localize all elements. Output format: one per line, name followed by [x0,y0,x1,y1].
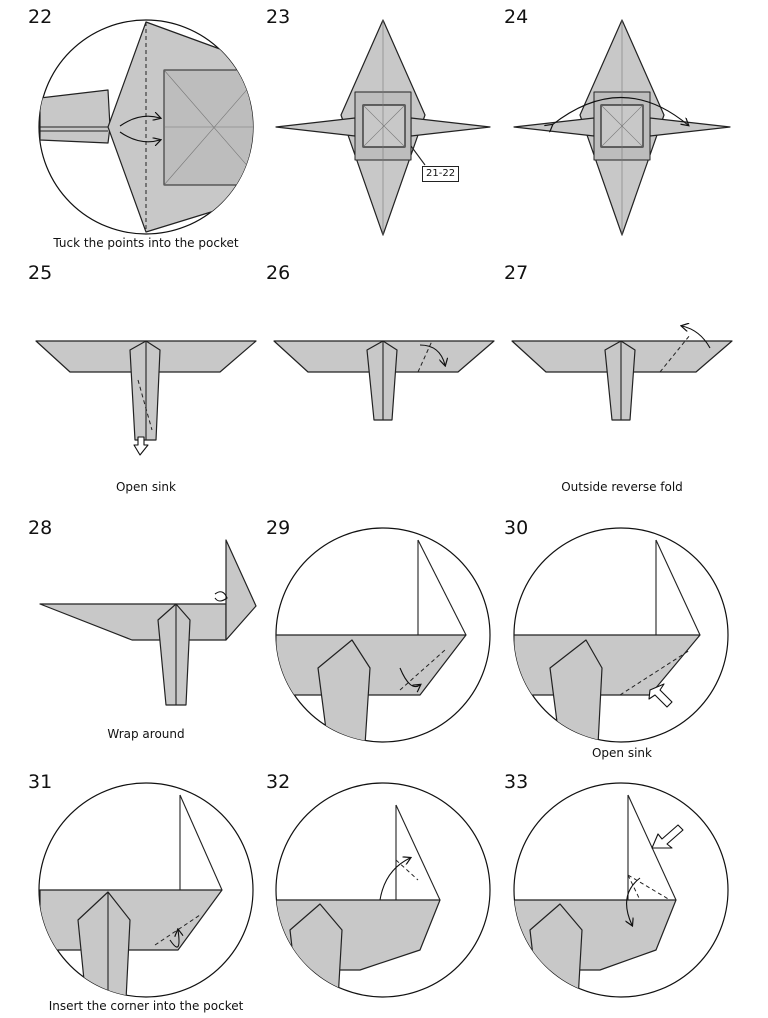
step-number: 31 [28,771,53,793]
step-number: 27 [504,262,529,284]
step-number: 23 [266,6,291,28]
step-33-figure [513,782,729,998]
step-32-figure [275,782,491,998]
step-22-figure [38,19,254,235]
step-31-figure [38,782,254,998]
step-30-figure [513,527,729,743]
step-number: 26 [266,262,291,284]
step-24-figure [513,19,731,236]
step-26-figure [273,340,495,421]
step-number: 24 [504,6,529,28]
step-29-figure [275,527,491,743]
step-number: 28 [28,517,53,539]
reference-label: 21-22 [422,166,460,182]
step-caption: Outside reverse fold [561,480,683,494]
step-25-figure [35,340,257,456]
step-number: 30 [504,517,529,539]
step-number: 25 [28,262,53,284]
step-caption: Insert the corner into the pocket [48,999,244,1013]
step-number: 33 [504,771,529,793]
step-caption: Tuck the points into the pocket [53,236,239,250]
step-number: 29 [266,517,291,539]
step-28-figure [39,539,257,706]
step-caption: Wrap around [107,727,185,741]
step-number: 22 [28,6,53,28]
step-23-figure [275,19,491,236]
step-27-figure [511,326,733,421]
step-caption: Open sink [591,746,652,760]
step-number: 32 [266,771,291,793]
step-caption: Open sink [115,480,176,494]
